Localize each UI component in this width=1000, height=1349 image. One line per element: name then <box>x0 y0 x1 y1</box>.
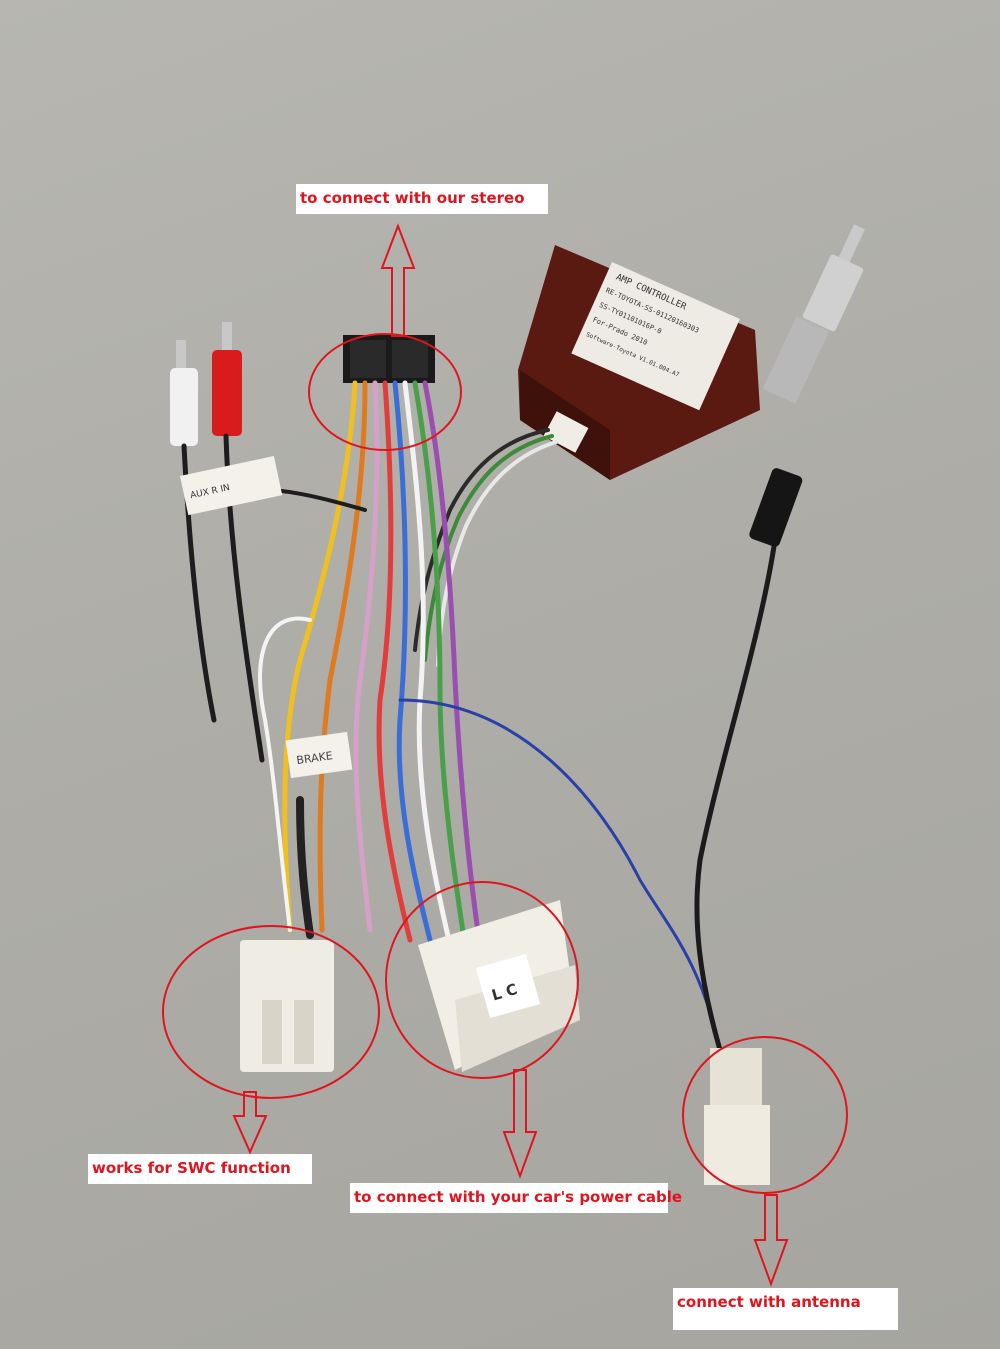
aux-tag: AUX R IN <box>180 456 283 516</box>
brake-tag: BRAKE <box>285 731 353 779</box>
brake-tag-text: BRAKE <box>296 749 334 767</box>
arrow-up-stereo <box>380 223 416 337</box>
arrow-down-power <box>502 1069 538 1179</box>
amp-controller-box: AMP CONTROLLER RE-TOYOTA-SS-01120160303 … <box>518 245 760 480</box>
arrow-down-swc <box>232 1091 268 1155</box>
arrow-down-antenna <box>753 1194 789 1287</box>
rca-plugs <box>170 322 242 446</box>
power-connector: L C <box>418 900 580 1072</box>
controller-sticker: AMP CONTROLLER RE-TOYOTA-SS-01120160303 … <box>571 262 740 411</box>
label-power: to connect with your car's power cable <box>350 1183 682 1213</box>
wire-bundle <box>181 380 722 1052</box>
label-stereo: to connect with our stereo <box>296 184 548 214</box>
antenna-cable <box>694 224 865 1051</box>
annotation-circles <box>162 333 848 1194</box>
swc-connector <box>240 940 334 1072</box>
label-antenna: connect with antenna <box>673 1288 898 1330</box>
stereo-connector <box>343 335 435 383</box>
antenna-connector <box>704 1048 770 1185</box>
label-swc: works for SWC function <box>88 1154 312 1184</box>
annotation-arrows <box>232 223 789 1287</box>
stereo-circle <box>308 333 462 451</box>
power-circle <box>385 881 579 1079</box>
antenna-circle <box>682 1036 848 1194</box>
swc-circle <box>162 925 380 1099</box>
